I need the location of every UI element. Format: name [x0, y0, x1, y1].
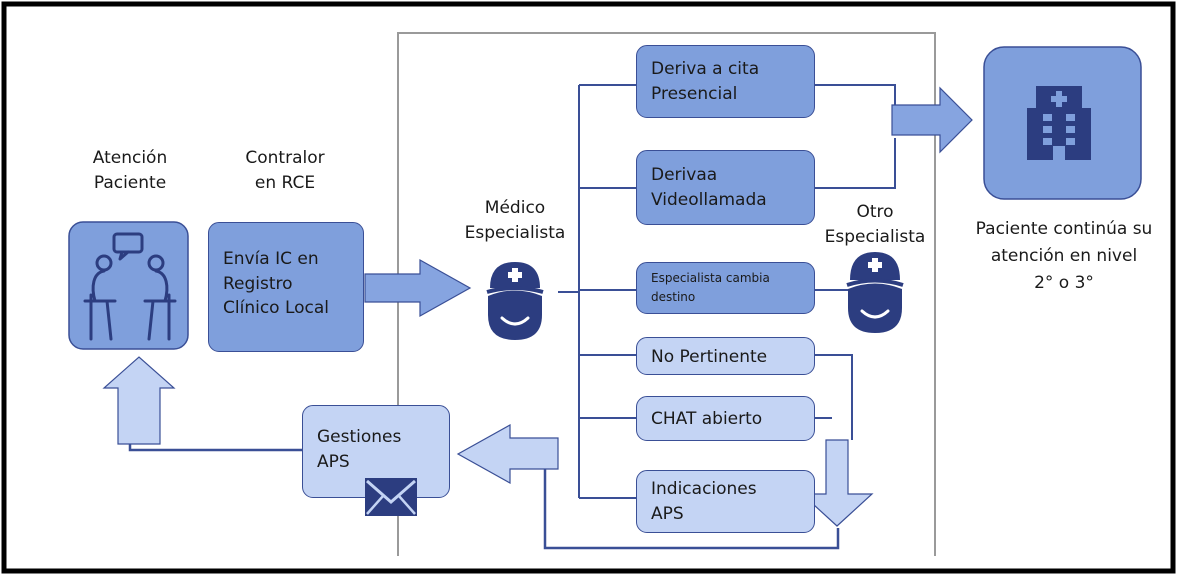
- cambia-destino-line-2: destino: [651, 289, 696, 304]
- envelope-icon: [365, 478, 417, 516]
- doctor-icon: [486, 262, 544, 340]
- no-pertinente-text: No Pertinente: [651, 347, 768, 367]
- paciente-continua-label: Paciente continúa su atención en nivel 2…: [953, 216, 1175, 298]
- video-connector: [815, 138, 896, 189]
- envia-line-2: Registro: [223, 273, 293, 294]
- cambia-destino-box: Especialista cambia destino: [636, 262, 815, 314]
- deriva-video-box: Derivaa Videollamada: [636, 150, 815, 225]
- cambia-destino-line-1: Especialista cambia: [651, 271, 770, 285]
- envia-ic-box: Envía IC en Registro Clínico Local: [208, 222, 364, 352]
- medico-line-1: Médico: [484, 198, 546, 218]
- paciente-continua-line-3: 2° o 3°: [1034, 273, 1094, 294]
- indicaciones-line-1: Indicaciones: [651, 479, 757, 499]
- medico-line-2: Especialista: [464, 222, 566, 243]
- deriva-presencial-line-2: Presencial: [651, 83, 738, 104]
- envia-line-1: Envía IC en: [223, 249, 319, 269]
- deriva-video-line-2: Videollamada: [651, 189, 767, 210]
- gestiones-line-1: Gestiones: [317, 427, 402, 447]
- gestiones-line-2: APS: [317, 451, 350, 472]
- no-pertinente-box: No Pertinente: [636, 337, 815, 375]
- envia-line-3: Clínico Local: [223, 298, 330, 319]
- no-pertinente-connector: [815, 354, 853, 440]
- chat-abierto-box: CHAT abierto: [636, 396, 815, 441]
- to-hospital-arrow: [891, 86, 973, 154]
- indicaciones-box: Indicaciones APS: [636, 470, 815, 533]
- atencion-line-2: Paciente: [93, 172, 167, 193]
- otro-line-1: Otro: [856, 202, 894, 222]
- paciente-continua-line-1: Paciente continúa su: [975, 219, 1153, 239]
- contralor-line-1: Contralor: [245, 148, 325, 168]
- contralor-label: Contralor en RCE: [215, 146, 355, 195]
- to-gestiones-arrow: [456, 423, 559, 485]
- deriva-presencial-line-1: Deriva a cita: [651, 59, 760, 79]
- contralor-line-2: en RCE: [254, 172, 316, 193]
- chat-abierto-text: CHAT abierto: [651, 409, 763, 429]
- presencial-connector: [815, 84, 896, 112]
- deriva-presencial-box: Deriva a cita Presencial: [636, 45, 815, 118]
- atencion-paciente-label: Atención Paciente: [70, 146, 190, 195]
- gestiones-aps-box: Gestiones APS: [302, 405, 450, 498]
- otro-line-2: Especialista: [824, 226, 926, 247]
- patient-care-tile: [68, 221, 189, 350]
- gestiones-to-arrow-line: [128, 444, 302, 452]
- otro-especialista-label: Otro Especialista: [810, 200, 940, 249]
- indicaciones-line-2: APS: [651, 503, 684, 524]
- deriva-video-line-1: Derivaa: [651, 165, 718, 185]
- medico-especialista-label: Médico Especialista: [445, 196, 585, 245]
- down-arrow: [800, 439, 874, 527]
- atencion-line-1: Atención: [92, 148, 168, 168]
- patient-care-icon: [83, 232, 177, 341]
- other-doctor-icon: [846, 252, 904, 333]
- paciente-continua-line-2: atención en nivel: [990, 246, 1138, 267]
- hospital-icon: [1027, 86, 1091, 160]
- send-arrow: [364, 258, 472, 318]
- up-arrow: [102, 356, 176, 445]
